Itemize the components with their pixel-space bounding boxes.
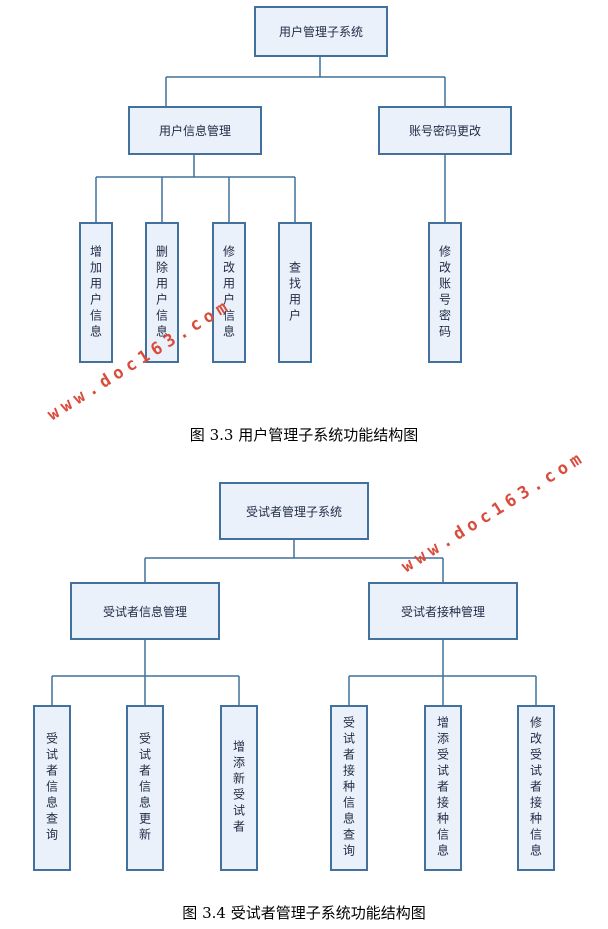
d1-root-box: 用户管理子系统 bbox=[254, 6, 388, 57]
d2-leaf-label: 受试者信息更新 bbox=[137, 732, 152, 844]
d2-leaf-info-update: 受试者信息更新 bbox=[126, 705, 164, 871]
d1-leaf-find-user: 查找用户 bbox=[278, 222, 312, 363]
d1-node-user-info: 用户信息管理 bbox=[128, 106, 262, 155]
d2-leaf-label: 受试者信息查询 bbox=[44, 732, 59, 844]
d1-leaf-label: 修改用户信息 bbox=[221, 244, 236, 341]
d1-leaf-delete-user: 删除用户信息 bbox=[145, 222, 179, 363]
d2-leaf-add-subject: 增添新受试者 bbox=[220, 705, 258, 871]
d2-leaf-info-query: 受试者信息查询 bbox=[33, 705, 71, 871]
d1-root-label: 用户管理子系统 bbox=[278, 25, 363, 39]
d1-leaf-label: 修改账号密码 bbox=[437, 244, 452, 341]
d2-leaf-label: 增添新受试者 bbox=[231, 740, 246, 836]
d2-leaf-label: 修改受试者接种信息 bbox=[528, 716, 543, 860]
d1-leaf-add-user: 增加用户信息 bbox=[79, 222, 113, 363]
d1-node-label: 账号密码更改 bbox=[408, 124, 481, 138]
d2-leaf-vacc-query: 受试者接种信息查询 bbox=[330, 705, 368, 871]
d2-node-subject-info: 受试者信息管理 bbox=[70, 582, 220, 640]
d2-root-box: 受试者管理子系统 bbox=[219, 482, 369, 540]
d1-node-label: 用户信息管理 bbox=[158, 124, 231, 138]
d1-caption: 图 3.3 用户管理子系统功能结构图 bbox=[189, 426, 419, 444]
d2-caption: 图 3.4 受试者管理子系统功能结构图 bbox=[182, 904, 426, 922]
d2-leaf-vacc-edit: 修改受试者接种信息 bbox=[517, 705, 555, 871]
d2-root-label: 受试者管理子系统 bbox=[245, 504, 342, 519]
d2-node-vaccination: 受试者接种管理 bbox=[368, 582, 518, 640]
d2-node-label: 受试者信息管理 bbox=[102, 604, 187, 619]
d1-leaf-label: 查找用户 bbox=[287, 260, 302, 325]
d2-node-label: 受试者接种管理 bbox=[400, 604, 485, 619]
d1-leaf-label: 删除用户信息 bbox=[154, 244, 169, 341]
d1-leaf-label: 增加用户信息 bbox=[88, 244, 103, 341]
d2-leaf-label: 受试者接种信息查询 bbox=[341, 716, 356, 860]
d1-leaf-change-password: 修改账号密码 bbox=[428, 222, 462, 363]
d2-leaf-vacc-add: 增添受试者接种信息 bbox=[424, 705, 462, 871]
d2-leaf-label: 增添受试者接种信息 bbox=[435, 716, 450, 860]
d1-node-password: 账号密码更改 bbox=[378, 106, 512, 155]
d1-leaf-edit-user: 修改用户信息 bbox=[212, 222, 246, 363]
